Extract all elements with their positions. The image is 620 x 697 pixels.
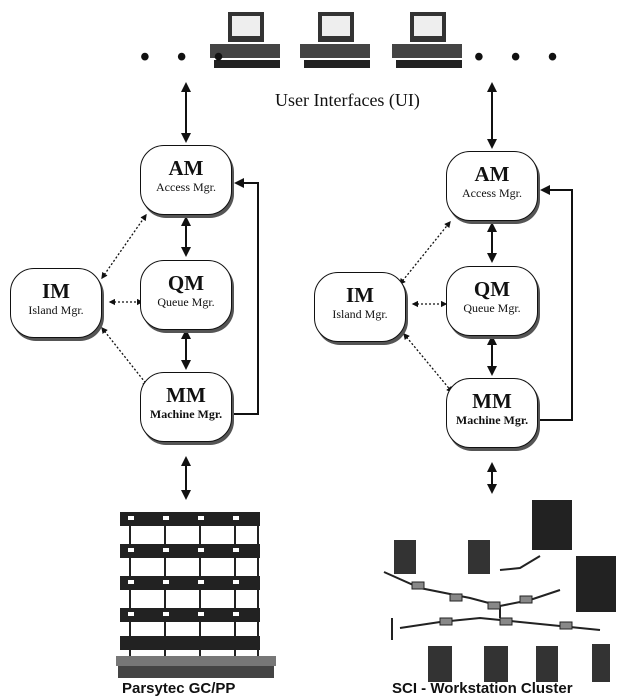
computer-icon (210, 12, 280, 68)
right-mm-am-feedback (540, 185, 573, 421)
node-label: Queue Mgr. (463, 301, 521, 315)
left-machine-caption: Parsytec GC/PP (122, 680, 236, 697)
user-interfaces-label: User Interfaces (UI) (275, 90, 420, 110)
left-mm-am-feedback (234, 178, 259, 415)
node-label: Queue Mgr. (157, 295, 215, 309)
right-island-manager: IM Island Mgr. (314, 272, 406, 342)
node-label: Island Mgr. (332, 307, 388, 321)
left-machine-manager: MM Machine Mgr. (140, 372, 232, 442)
workstation-cluster-icon (383, 500, 616, 682)
node-label: Island Mgr. (28, 303, 84, 317)
right-access-manager: AM Access Mgr. (446, 151, 538, 221)
ellipsis-right: • • • (474, 42, 568, 73)
node-label: Access Mgr. (462, 186, 522, 200)
right-machine-manager: MM Machine Mgr. (446, 378, 538, 448)
computer-icon (392, 12, 462, 68)
ellipsis-left: • • • (140, 42, 234, 73)
node-abbr: IM (346, 283, 374, 307)
node-abbr: IM (42, 279, 70, 303)
node-label: Machine Mgr. (149, 407, 223, 421)
node-abbr: MM (472, 389, 512, 413)
node-abbr: MM (166, 383, 206, 407)
left-access-manager: AM Access Mgr. (140, 145, 232, 215)
node-label: Machine Mgr. (455, 413, 529, 427)
node-abbr: AM (474, 162, 510, 186)
right-im-mm-arrow (403, 332, 453, 394)
node-abbr: AM (168, 156, 204, 180)
computer-icon (300, 12, 370, 68)
node-abbr: QM (473, 277, 511, 301)
left-island-manager: IM Island Mgr. (10, 268, 102, 338)
right-cluster-caption: SCI - Workstation Cluster (392, 680, 573, 697)
left-im-mm-arrow (101, 326, 149, 388)
left-queue-manager: QM Queue Mgr. (140, 260, 232, 330)
node-abbr: QM (167, 271, 205, 295)
left-im-am-arrow (101, 213, 147, 280)
right-im-am-arrow (399, 220, 451, 286)
right-queue-manager: QM Queue Mgr. (446, 266, 538, 336)
node-label: Access Mgr. (156, 180, 216, 194)
parsytec-machine-icon (116, 512, 276, 678)
